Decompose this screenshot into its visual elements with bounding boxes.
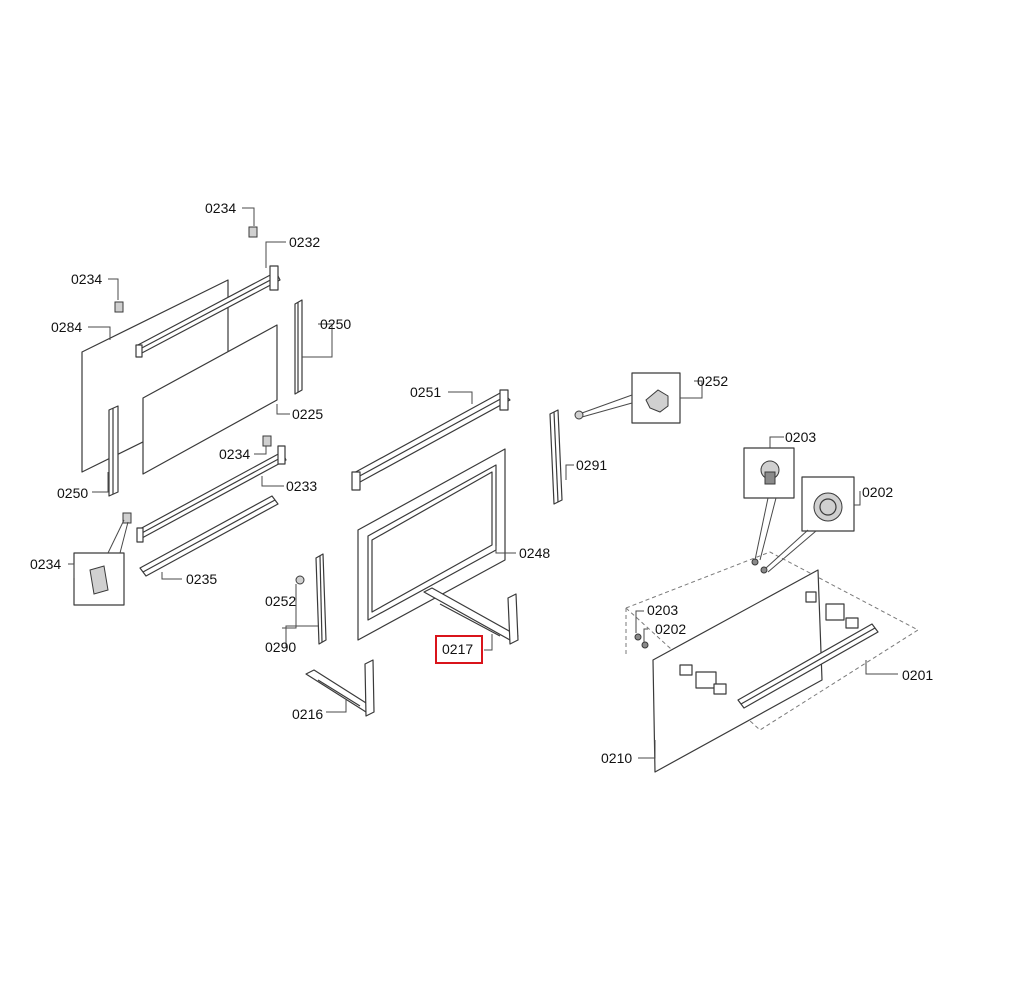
callout-0232[interactable]: 0232 — [289, 234, 320, 250]
part-0234-clip-left — [114, 301, 124, 313]
part-0225-inner-glass — [142, 324, 278, 475]
part-0252-screw-right — [574, 410, 584, 420]
callout-0203-small[interactable]: 0203 — [647, 602, 678, 618]
leader-lines — [68, 207, 898, 759]
callout-0235[interactable]: 0235 — [186, 571, 217, 587]
part-0252-screw-left — [295, 575, 305, 585]
callout-0202-small[interactable]: 0202 — [655, 621, 686, 637]
callout-0225[interactable]: 0225 — [292, 406, 323, 422]
callout-0252-left[interactable]: 0252 — [265, 593, 296, 609]
zoom-knob-0252 — [645, 389, 669, 413]
callout-0216[interactable]: 0216 — [292, 706, 323, 722]
callout-0290[interactable]: 0290 — [265, 639, 296, 655]
callout-0201[interactable]: 0201 — [902, 667, 933, 683]
callout-0250-left[interactable]: 0250 — [57, 485, 88, 501]
door-glass-group — [73, 226, 303, 606]
part-0210-panel — [652, 569, 823, 773]
callout-0251[interactable]: 0251 — [410, 384, 441, 400]
callout-0250-right[interactable]: 0250 — [320, 316, 351, 332]
callout-0210[interactable]: 0210 — [601, 750, 632, 766]
callout-labels: 0234 0232 0234 0284 0250 0225 0234 0233 … — [30, 200, 933, 766]
control-panel-group — [625, 447, 919, 773]
callout-0234-top[interactable]: 0234 — [205, 200, 236, 216]
highlight-box-0217 — [435, 635, 483, 664]
callout-0203-top[interactable]: 0203 — [785, 429, 816, 445]
callout-0217[interactable]: 0217 — [442, 641, 473, 657]
callout-0252-right[interactable]: 0252 — [697, 373, 728, 389]
callout-0234-lower[interactable]: 0234 — [30, 556, 61, 572]
part-0217-lower-bracket — [423, 587, 519, 641]
callout-0233[interactable]: 0233 — [286, 478, 317, 494]
callout-0248[interactable]: 0248 — [519, 545, 550, 561]
door-frame-group — [295, 372, 681, 717]
callout-0234-middle[interactable]: 0234 — [219, 446, 250, 462]
part-0234-clip-middle — [262, 435, 272, 447]
zoom-clip-0234 — [89, 565, 109, 595]
part-0234-clip-lower — [122, 512, 132, 524]
callout-0291[interactable]: 0291 — [576, 457, 607, 473]
callout-0202-top[interactable]: 0202 — [862, 484, 893, 500]
part-0234-clip-top — [248, 226, 258, 238]
callout-0284[interactable]: 0284 — [51, 319, 82, 335]
part-0248-frame — [357, 448, 506, 641]
callout-0234-left[interactable]: 0234 — [71, 271, 102, 287]
